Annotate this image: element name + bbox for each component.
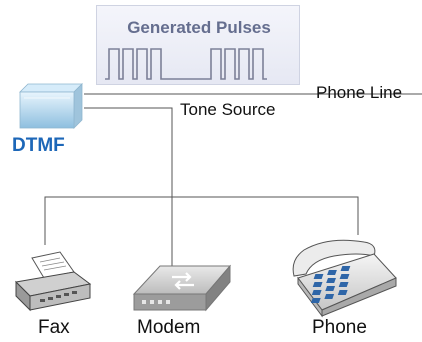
fax-label: Fax xyxy=(38,317,70,338)
generated-pulses-title: Generated Pulses xyxy=(127,18,271,37)
distribution-bus-wire xyxy=(44,196,359,245)
pulse-waveform xyxy=(105,48,267,80)
modem-label: Modem xyxy=(137,317,201,338)
desk-phone-icon xyxy=(292,239,397,318)
tone-source-wire xyxy=(84,107,173,273)
dtmf-label: DTMF xyxy=(12,135,65,156)
generated-pulses-panel: Generated Pulses xyxy=(96,5,300,85)
tone-source-label: Tone Source xyxy=(180,100,276,119)
dtmf-generator-icon xyxy=(19,83,83,129)
phone-label: Phone xyxy=(312,317,367,338)
fax-machine-icon xyxy=(14,251,92,312)
modem-icon xyxy=(132,264,232,312)
phone-line-label: Phone Line xyxy=(316,83,403,102)
